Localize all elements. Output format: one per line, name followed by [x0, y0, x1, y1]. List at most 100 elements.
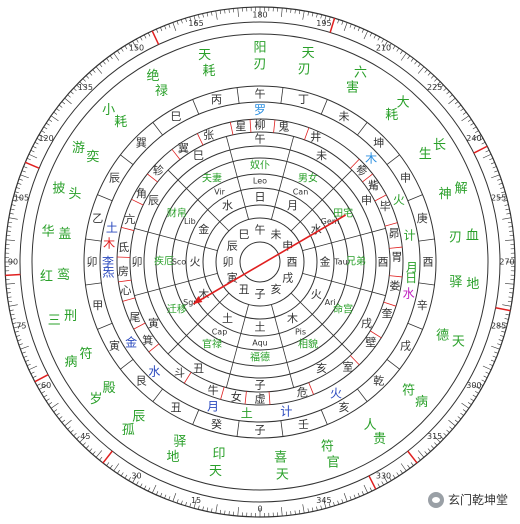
mid-branch-label: 戌 — [361, 317, 372, 330]
degree-tick — [41, 391, 44, 393]
degree-tick — [418, 450, 424, 457]
degree-tick — [107, 58, 109, 61]
degree-tick — [44, 395, 47, 397]
degree-tick — [393, 46, 395, 49]
degree-tick — [494, 171, 498, 172]
mansion-label: 尾 — [129, 311, 140, 324]
degree-label: 120 — [38, 134, 53, 143]
degree-tick — [129, 477, 131, 480]
degree-tick — [110, 56, 112, 59]
degree-label: 60 — [41, 381, 51, 390]
degree-tick — [70, 430, 73, 433]
mountain-divider — [120, 359, 133, 369]
degree-tick — [468, 119, 471, 121]
inner-divider — [241, 191, 249, 220]
degree-label: 0 — [257, 505, 262, 514]
mountain-divider — [419, 239, 435, 241]
degree-label: 105 — [14, 194, 29, 203]
degree-tick — [83, 79, 86, 82]
degree-label: 330 — [376, 471, 391, 480]
inner-divider — [303, 273, 332, 281]
mountain-divider — [321, 410, 327, 425]
degree-tick — [41, 131, 44, 133]
degree-tick — [344, 22, 347, 30]
palace-label: 命宫 — [333, 303, 353, 316]
degree-tick — [455, 102, 458, 105]
degree-label: 285 — [491, 321, 506, 330]
degree-tick — [65, 98, 72, 104]
constellation-label: Leo — [253, 177, 267, 186]
degree-tick — [31, 150, 35, 152]
mountain-divider — [357, 389, 367, 402]
god-label: 德 — [436, 328, 449, 343]
degree-tick — [344, 493, 347, 501]
inner-element-label: 金 — [320, 255, 331, 269]
degree-tick — [22, 171, 26, 172]
inner-element-label: 土 — [222, 312, 233, 325]
god-label: 披 — [52, 181, 65, 196]
degree-tick — [89, 72, 92, 75]
degree-tick — [444, 433, 447, 436]
degree-tick — [401, 53, 406, 60]
mansion-label: 女 — [231, 389, 242, 403]
palace-divider — [312, 314, 333, 335]
mansion-label: 危 — [297, 386, 308, 399]
degree-label: 30 — [131, 471, 141, 480]
degree-tick — [358, 493, 360, 497]
degree-tick — [358, 27, 360, 31]
degree-tick — [418, 67, 424, 74]
degree-tick — [9, 218, 18, 220]
mountain-label: 巳 — [171, 110, 182, 123]
god-label: 阳 — [253, 41, 266, 56]
degree-tick — [364, 485, 368, 493]
degree-tick — [471, 399, 474, 401]
god-label: 符 — [321, 439, 334, 455]
degree-tick — [20, 175, 28, 178]
planet-label: 土 — [106, 221, 118, 235]
degree-label: 180 — [252, 11, 267, 20]
mountain-label: 申 — [400, 172, 411, 185]
degree-tick — [152, 485, 156, 493]
degree-tick — [491, 360, 495, 362]
mountain-divider — [97, 195, 112, 201]
god-label: 辰 — [132, 410, 145, 425]
mountain-label: 卯 — [87, 256, 98, 269]
degree-tick — [491, 346, 499, 349]
degree-tick — [354, 495, 355, 499]
mansion-label: 翼 — [178, 142, 189, 155]
degree-tick — [114, 53, 119, 60]
degree-tick — [140, 37, 142, 41]
watermark-text: 玄门乾坤堂 — [448, 491, 508, 508]
planet-label: 水 — [148, 364, 160, 378]
degree-tick — [321, 506, 322, 510]
mountain-label: 乙 — [92, 212, 103, 225]
degree-tick — [185, 18, 186, 22]
mountain-label: 辛 — [417, 298, 428, 312]
mansion-label: 虚 — [255, 393, 266, 406]
degree-label: 195 — [316, 19, 331, 28]
mansion-label: 娄 — [389, 279, 400, 292]
center-branch-label: 子 — [255, 288, 266, 301]
center-branch-label: 辰 — [227, 240, 238, 253]
degree-label: 75 — [16, 321, 26, 330]
degree-tick — [83, 443, 86, 446]
god-label: 奕 — [86, 149, 99, 165]
degree-tick — [303, 11, 305, 20]
degree-tick — [491, 175, 499, 178]
degree-tick — [54, 112, 57, 114]
mountain-label: 丑 — [171, 401, 182, 414]
god-label: 人 — [364, 418, 377, 433]
degree-tick — [173, 22, 176, 30]
center-branch-label: 未 — [271, 228, 282, 241]
degree-tick — [362, 29, 364, 33]
god-label: 华 — [42, 225, 55, 240]
mountain-label: 戌 — [400, 340, 411, 353]
degree-tick — [51, 116, 58, 121]
degree-tick — [500, 187, 504, 188]
mid-branch-label: 卯 — [132, 256, 143, 269]
palace-divider — [186, 188, 207, 209]
red-marker — [474, 146, 487, 153]
degree-tick — [415, 61, 417, 64]
degree-tick — [489, 158, 493, 160]
degree-tick — [312, 13, 313, 17]
